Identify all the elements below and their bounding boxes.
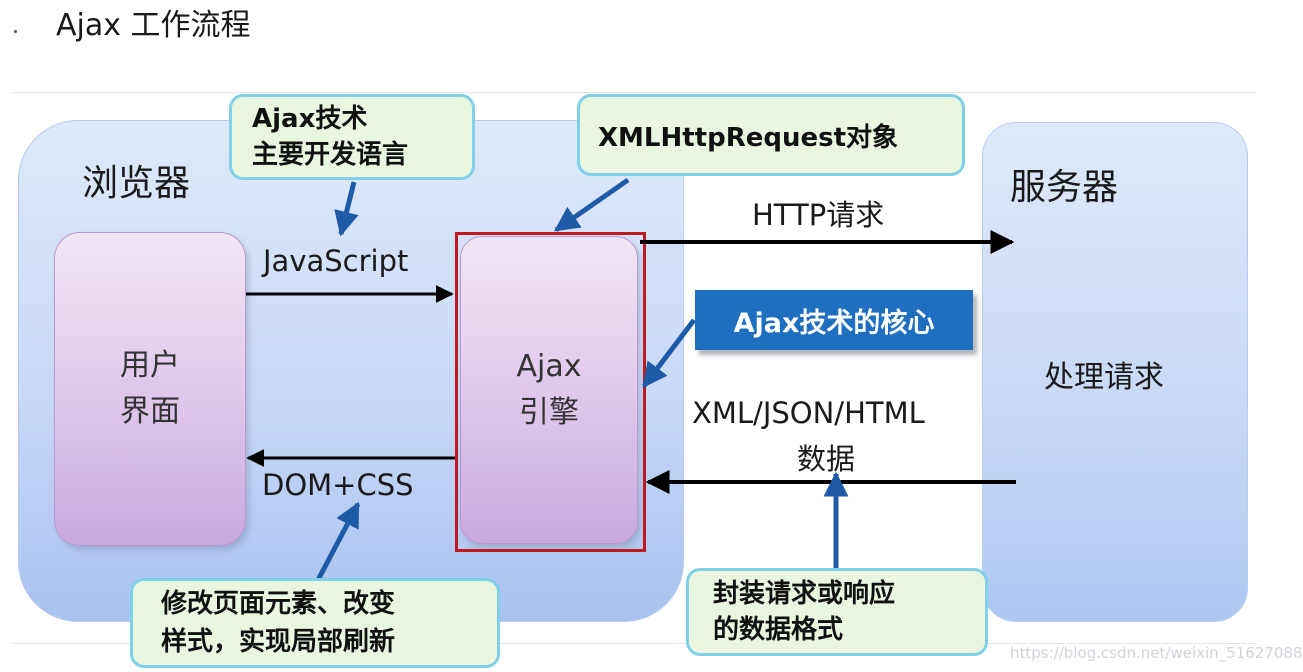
callout-format-line2: 的数据格式 [713, 615, 844, 645]
browser-title: 浏览器 [82, 163, 191, 204]
ajax-engine-box: Ajax 引擎 [460, 236, 638, 544]
page-title: Ajax 工作流程 [56, 8, 251, 43]
user-interface-box: 用户 界面 [54, 232, 246, 546]
server-panel [982, 122, 1248, 622]
core-pointer-arrow [642, 318, 696, 388]
engine-highlight-frame [455, 232, 646, 552]
arrows-layer [246, 177, 1016, 582]
engine-line1: Ajax [516, 349, 582, 384]
callout-format: 封装请求或响应 的数据格式 [686, 568, 988, 656]
bullet-dot [14, 30, 17, 33]
callout-ajax-language: Ajax技术 主要开发语言 [229, 94, 475, 180]
data-label: 数据 [797, 442, 856, 476]
callout-modify: 修改页面元素、改变 样式，实现局部刷新 [130, 578, 500, 668]
dom-css-label: DOM+CSS [262, 468, 414, 502]
language-pointer-arrow [334, 181, 359, 237]
divider-bottom [12, 643, 1257, 644]
callout-ajax-language-line2: 主要开发语言 [252, 140, 409, 170]
callout-modify-line2: 样式，实现局部刷新 [161, 627, 396, 657]
xhr-pointer-arrow [553, 177, 630, 233]
callout-core: Ajax技术的核心 [695, 290, 973, 350]
modify-pointer-arrow [315, 501, 361, 582]
javascript-label: JavaScript [263, 244, 409, 278]
data-formats-label: XML/JSON/HTML [692, 396, 925, 430]
engine-line2: 引擎 [519, 395, 579, 430]
callout-ajax-language-line1: Ajax技术 [252, 104, 368, 134]
server-body: 处理请求 [1044, 360, 1164, 395]
callout-xhr: XMLHttpRequest对象 [577, 94, 965, 176]
callout-xhr-text: XMLHttpRequest对象 [598, 122, 899, 153]
callout-modify-line1: 修改页面元素、改变 [161, 589, 396, 619]
watermark: https://blog.csdn.net/weixin_51627088 [1010, 644, 1303, 662]
server-title: 服务器 [1010, 167, 1119, 208]
divider-top [12, 92, 1257, 93]
callout-format-line1: 封装请求或响应 [713, 579, 896, 609]
http-request-label: HTTP请求 [752, 198, 885, 232]
user-interface-line1: 用户 [120, 348, 180, 383]
user-interface-line2: 界面 [120, 394, 180, 429]
